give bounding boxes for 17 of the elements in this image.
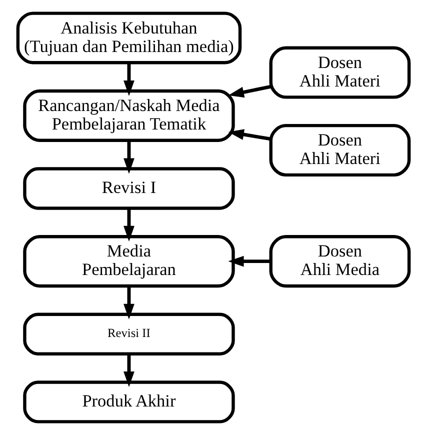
arrow	[124, 62, 134, 96]
arrow	[228, 84, 271, 98]
node-box: Rancangan/Naskah Media Pembelajaran Tematik	[23, 89, 235, 142]
arrow	[228, 256, 270, 267]
arrow	[124, 140, 134, 174]
arrow	[124, 208, 134, 242]
arrow	[124, 286, 134, 320]
node-box: Media Pembelajaran	[23, 235, 235, 288]
node-box: Analisis Kebutuhan (Tujuan dan Pemilihan media)	[16, 12, 242, 64]
node-box: Revisi II	[23, 312, 235, 356]
node-box: Dosen Ahli Media	[269, 235, 411, 288]
node-box: Dosen Ahli Materi	[269, 124, 411, 177]
arrow	[228, 129, 271, 141]
node-box: Produk Akhir	[23, 380, 235, 424]
node-box: Revisi I	[23, 167, 235, 210]
arrow	[124, 354, 134, 388]
node-box: Dosen Ahli Materi	[269, 46, 411, 99]
